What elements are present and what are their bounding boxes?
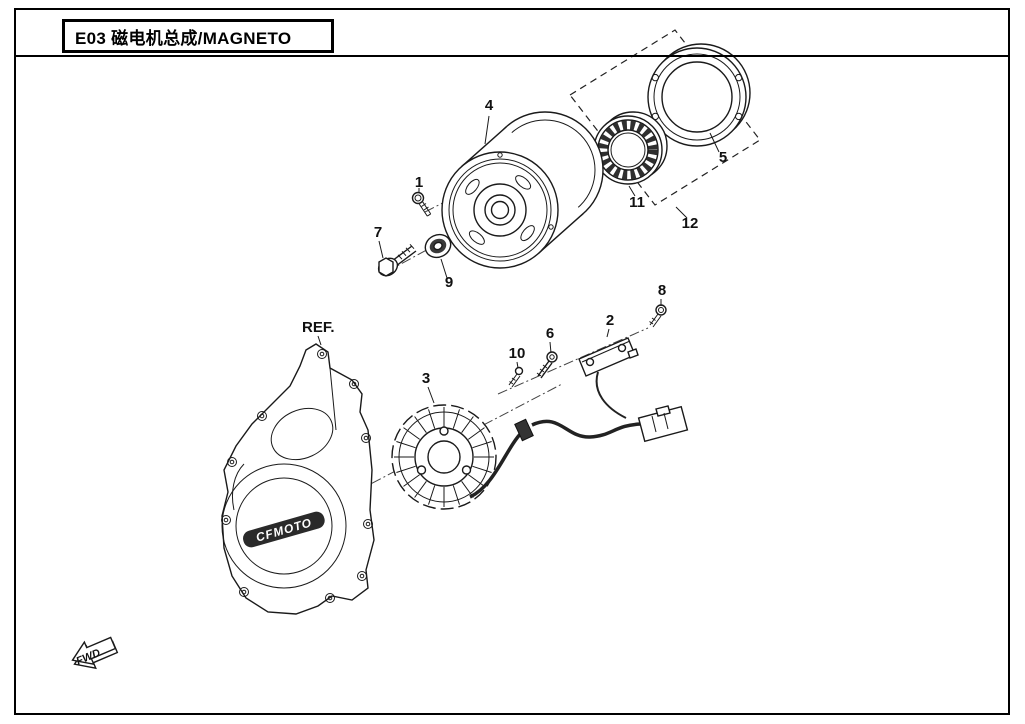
washer-9	[424, 233, 452, 259]
part-label-3: 3	[422, 370, 430, 387]
part-label-8: 8	[658, 282, 666, 299]
part-label-12: 12	[682, 215, 699, 232]
part-label-2: 2	[606, 312, 614, 329]
part-label-11: 11	[629, 194, 645, 211]
bolt-8	[649, 304, 667, 328]
header-divider	[14, 55, 1010, 57]
part-label-5: 5	[719, 149, 727, 166]
sprag-clutch-11	[593, 111, 668, 185]
ring-5	[647, 43, 751, 147]
part-label-10: 10	[509, 345, 526, 362]
part-label-7: 7	[374, 224, 382, 241]
flywheel-4	[441, 111, 604, 269]
title-box: E03 磁电机总成/MAGNETO	[62, 19, 334, 53]
part-leader-lines	[317, 115, 720, 404]
bolt-7	[377, 243, 417, 277]
screw-10	[508, 366, 524, 388]
part-label-9: 9	[445, 274, 453, 291]
magneto-cover-ref: CFMOTO	[221, 343, 375, 615]
part-labels: 1 2 3 4 5 6 7 8 9 10 11 12 REF.	[302, 97, 727, 387]
wire-harness	[469, 371, 689, 499]
stator-3	[391, 404, 497, 510]
wire-grommet	[514, 418, 534, 442]
part-label-1: 1	[415, 174, 423, 191]
screw-6	[536, 351, 558, 379]
part-label-4: 4	[485, 97, 494, 114]
connector	[637, 405, 689, 443]
pickup-coil-2	[578, 337, 639, 377]
page-title: E03 磁电机总成/MAGNETO	[75, 28, 292, 48]
bolt-1	[411, 191, 432, 217]
part-label-6: 6	[546, 325, 554, 342]
fwd-arrow: FWD	[71, 636, 119, 670]
part-label-ref: REF.	[302, 319, 335, 336]
